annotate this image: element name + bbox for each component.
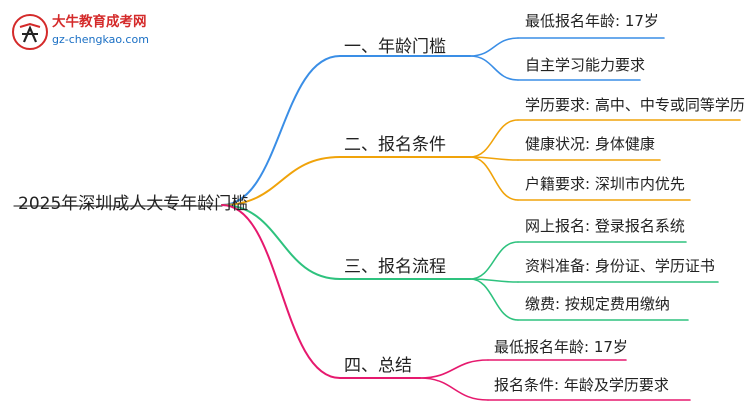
connector-branch-3-leaf-3 <box>469 278 519 321</box>
logo-mark-icon <box>12 14 48 50</box>
connector-branch-4-leaf-2 <box>419 377 489 401</box>
leaf-min-age: 最低报名年龄: 17岁 <box>525 12 659 30</box>
logo-title: 大牛教育成考网 <box>52 14 147 30</box>
site-logo: 大牛教育成考网 gz-chengkao.com <box>10 12 170 52</box>
leaf-documents: 资料准备: 身份证、学历证书 <box>525 257 715 275</box>
leaf-summary-conditions: 报名条件: 年龄及学历要求 <box>494 376 669 394</box>
connector-root-branch-1 <box>221 55 341 206</box>
leaf-health: 健康状况: 身体健康 <box>525 135 655 153</box>
logo-url: gz-chengkao.com <box>52 33 149 46</box>
connector-root-branch-2 <box>221 156 341 206</box>
connector-branch-3-leaf-1 <box>469 241 519 280</box>
connector-branch-1-leaf-1 <box>469 37 519 57</box>
branch-age-threshold: 一、年龄门槛 <box>344 37 446 57</box>
connector-branch-2-leaf-1 <box>469 119 519 158</box>
leaf-payment: 缴费: 按规定费用缴纳 <box>525 295 670 313</box>
branch-requirements: 二、报名条件 <box>344 135 446 155</box>
branch-process: 三、报名流程 <box>344 257 446 277</box>
connector-branch-2-leaf-3 <box>469 156 519 201</box>
connector-root-branch-3 <box>221 204 341 280</box>
root-topic: 2025年深圳成人大专年龄门槛 <box>18 194 249 214</box>
leaf-self-study: 自主学习能力要求 <box>525 56 646 74</box>
branch-summary: 四、总结 <box>344 356 412 376</box>
leaf-education: 学历要求: 高中、中专或同等学历 <box>525 96 745 114</box>
connector-branch-4-leaf-1 <box>419 359 489 379</box>
leaf-summary-age: 最低报名年龄: 17岁 <box>494 338 628 356</box>
leaf-residency: 户籍要求: 深圳市内优先 <box>525 175 685 193</box>
connector-branch-1-leaf-2 <box>469 55 519 81</box>
leaf-online-signup: 网上报名: 登录报名系统 <box>525 217 685 235</box>
connector-root-branch-4 <box>221 204 341 379</box>
